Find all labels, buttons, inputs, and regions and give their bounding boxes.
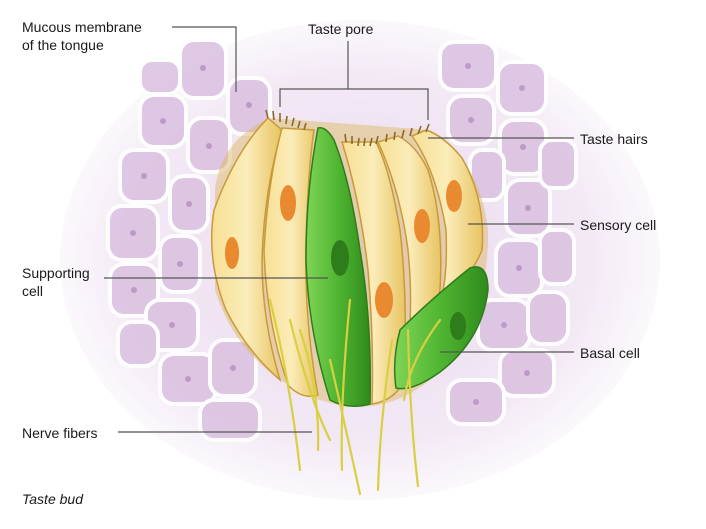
taste-bud <box>210 109 489 496</box>
nucleus <box>375 282 393 318</box>
label-basal-cell: Basal cell <box>580 345 640 361</box>
label-mucous-membrane-line1: Mucous membrane <box>22 19 142 35</box>
taste-hairs <box>265 109 430 147</box>
leader-lines <box>104 26 574 433</box>
label-supporting-cell: Supporting cell <box>22 264 90 300</box>
nucleus <box>331 240 349 276</box>
label-supporting-cell-line1: Supporting <box>22 265 90 281</box>
label-taste-pore: Taste pore <box>308 21 374 37</box>
label-mucous-membrane: Mucous membrane of the tongue <box>22 18 142 54</box>
label-sensory-cell: Sensory cell <box>580 217 657 233</box>
label-supporting-cell-line2: cell <box>22 283 44 299</box>
figure-caption: Taste bud <box>22 491 83 507</box>
nerve-fibers <box>268 298 442 496</box>
nucleus <box>446 180 462 212</box>
sensory-cell <box>340 141 407 405</box>
label-mucous-membrane-line2: of the tongue <box>22 37 104 53</box>
label-taste-hairs: Taste hairs <box>580 131 648 147</box>
sensory-cell <box>210 116 283 383</box>
nucleus <box>450 312 466 340</box>
label-nerve-fibers: Nerve fibers <box>22 425 98 441</box>
nucleus <box>414 209 430 243</box>
nucleus <box>225 237 239 269</box>
nucleus <box>280 185 296 221</box>
